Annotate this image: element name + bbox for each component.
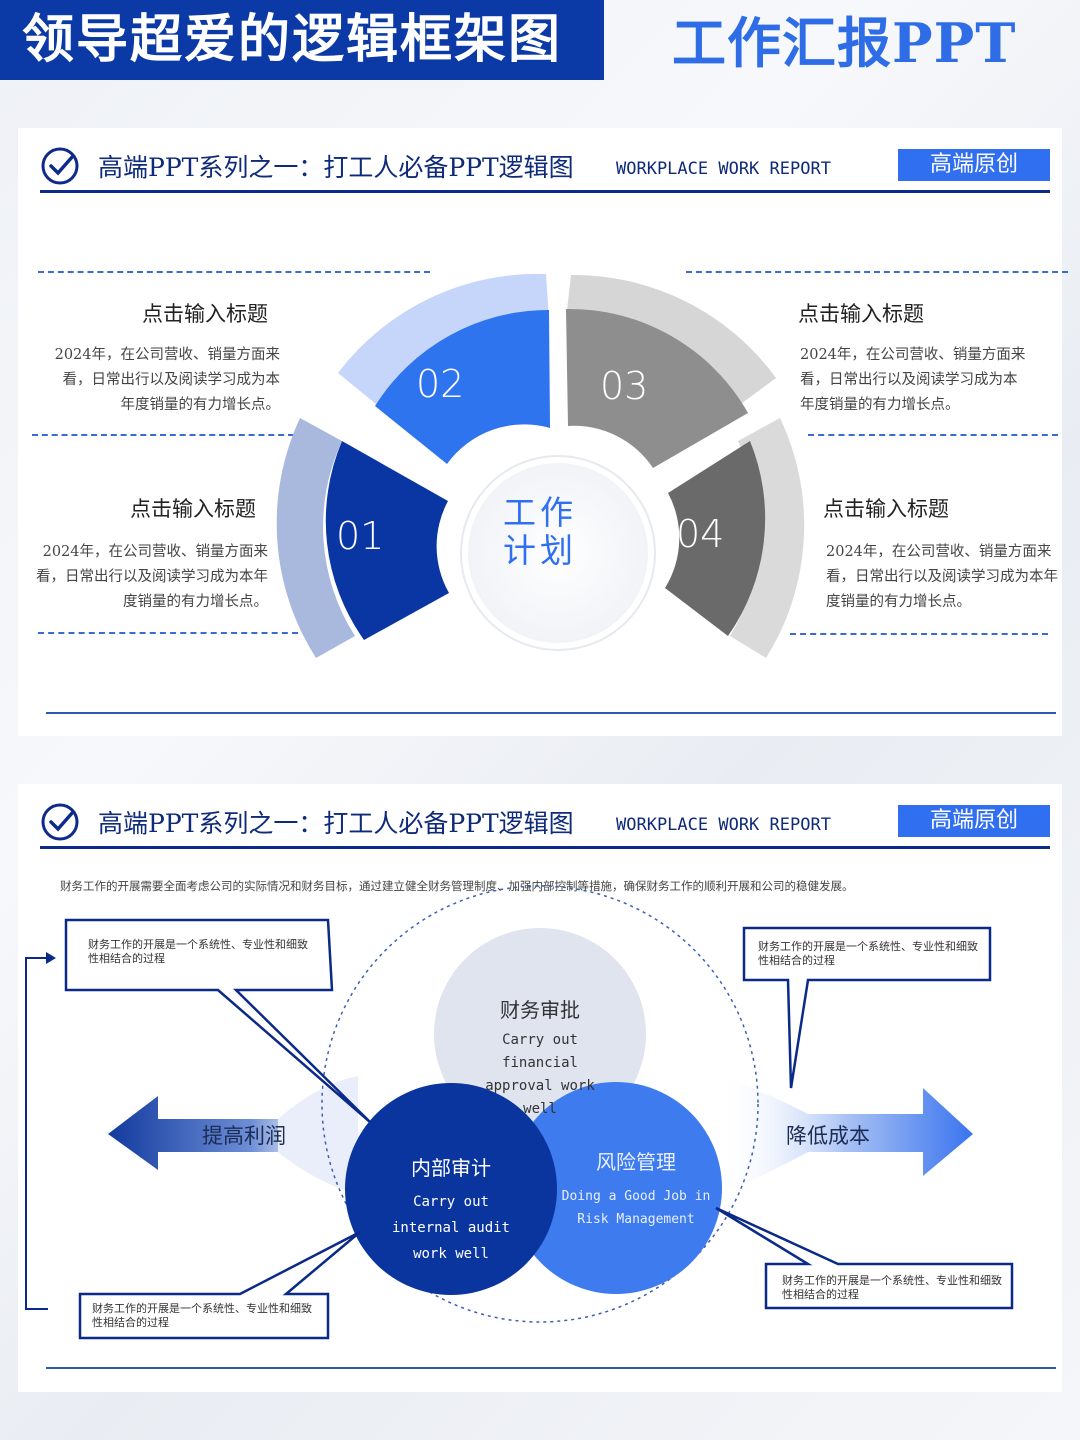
banner-title: 领导超爱的逻辑框架图 xyxy=(0,0,604,80)
right-arrow xyxy=(718,1074,973,1194)
header-title: 高端PPT系列之一：打工人必备PPT逻辑图 xyxy=(98,153,574,182)
badge: 高端原创 xyxy=(898,149,1050,181)
audit-en-2: internal audit xyxy=(391,1220,510,1236)
slide-1: 高端PPT系列之一：打工人必备PPT逻辑图 WORKPLACE WORK REP… xyxy=(18,128,1068,736)
approval-en-1: Carry out xyxy=(502,1032,578,1048)
header-divider xyxy=(40,190,1050,193)
callout-bottom-left xyxy=(78,1230,361,1340)
circle-approval-text: 财务审批 Carry out financial approval work w… xyxy=(464,994,616,1121)
callout-bottom-left-text: 财务工作的开展是一个系统性、专业性和细致性相结合的过程 xyxy=(92,1302,312,1329)
approval-en-2: financial xyxy=(502,1055,578,1071)
item-title-02: 点击输入标题 xyxy=(142,302,268,326)
segment-02 xyxy=(375,309,550,464)
approval-en-4: well xyxy=(523,1101,557,1117)
segment-03 xyxy=(566,308,748,468)
callout-top-right-text: 财务工作的开展是一个系统性、专业性和细致性相结合的过程 xyxy=(758,940,978,967)
banner-subtitle: 工作汇报PPT xyxy=(672,11,1017,75)
outer-dotted-circle xyxy=(321,885,759,1323)
header-subtitle: WORKPLACE WORK REPORT xyxy=(616,815,831,835)
callout-top-left-text: 财务工作的开展是一个系统性、专业性和细致性相结合的过程 xyxy=(88,938,308,965)
callout-bottom-right xyxy=(715,1206,1014,1310)
badge: 高端原创 xyxy=(898,805,1050,837)
risk-title: 风险管理 xyxy=(596,1150,676,1174)
divider xyxy=(686,271,1068,273)
callout-top-right xyxy=(742,926,992,1089)
item-desc-03: 2024年，在公司营收、销量方面来看，日常出行以及阅读学习成为本年度销量的有力增… xyxy=(800,347,1026,413)
bracket-arrow xyxy=(25,957,48,1310)
segment-01-ring xyxy=(276,418,355,658)
segment-02-ring xyxy=(338,273,549,404)
left-arrow-label: 提高利润 xyxy=(202,1124,286,1148)
check-circle-icon xyxy=(41,147,79,185)
radial-diagram xyxy=(276,273,805,658)
item-title-03: 点击输入标题 xyxy=(798,302,924,326)
audit-en-3: work well xyxy=(413,1246,489,1262)
callout-top-left xyxy=(64,918,371,1123)
center-label: 工作计划 xyxy=(503,493,577,570)
item-desc-04: 2024年，在公司营收、销量方面来看，日常出行以及阅读学习成为本年度销量的有力增… xyxy=(826,544,1058,610)
circle-risk xyxy=(510,1082,722,1294)
item-desc-01: 2024年，在公司营收、销量方面来看，日常出行以及阅读学习成为本年度销量的有力增… xyxy=(36,544,268,610)
segment-04-number: 04 xyxy=(676,512,725,556)
divider xyxy=(790,633,1048,635)
intro-text: 财务工作的开展需要全面考虑公司的实际情况和财务目标，通过建立健全财务管理制度、加… xyxy=(60,879,854,893)
divider xyxy=(38,271,430,273)
circle-risk-text: 风险管理 Doing a Good Job in Risk Management xyxy=(556,1146,716,1231)
divider xyxy=(808,434,1058,436)
divider xyxy=(32,434,294,436)
header-title: 高端PPT系列之一：打工人必备PPT逻辑图 xyxy=(98,809,574,838)
segment-01 xyxy=(325,441,449,640)
segment-04 xyxy=(665,441,766,636)
left-arrow xyxy=(108,1074,368,1194)
item-title-04: 点击输入标题 xyxy=(823,497,949,521)
item-title-01: 点击输入标题 xyxy=(130,497,256,521)
divider xyxy=(38,632,298,634)
audit-title: 内部审计 xyxy=(411,1156,491,1180)
segment-02-number: 02 xyxy=(416,362,465,406)
header-subtitle: WORKPLACE WORK REPORT xyxy=(616,159,831,179)
venn-diagram xyxy=(25,885,1056,1369)
audit-en-1: Carry out xyxy=(413,1194,489,1210)
footer-divider xyxy=(46,712,1056,714)
segment-01-number: 01 xyxy=(336,514,385,558)
approval-title: 财务审批 xyxy=(500,998,580,1022)
risk-en-2: Risk Management xyxy=(577,1212,695,1227)
check-circle-icon xyxy=(41,803,79,841)
item-desc-02: 2024年，在公司营收、销量方面来看，日常出行以及阅读学习成为本年度销量的有力增… xyxy=(54,347,280,413)
circle-audit xyxy=(345,1083,557,1295)
approval-en-3: approval work xyxy=(485,1078,595,1094)
risk-en-1: Doing a Good Job in xyxy=(561,1189,711,1204)
right-arrow-label: 降低成本 xyxy=(786,1124,870,1148)
header-divider xyxy=(40,846,1050,849)
segment-03-number: 03 xyxy=(600,364,649,408)
slide-2: 高端PPT系列之一：打工人必备PPT逻辑图 WORKPLACE WORK REP… xyxy=(18,784,1062,1392)
circle-audit-text: 内部审计 Carry out internal audit work well xyxy=(376,1152,526,1267)
callout-bottom-right-text: 财务工作的开展是一个系统性、专业性和细致性相结合的过程 xyxy=(782,1274,1002,1301)
